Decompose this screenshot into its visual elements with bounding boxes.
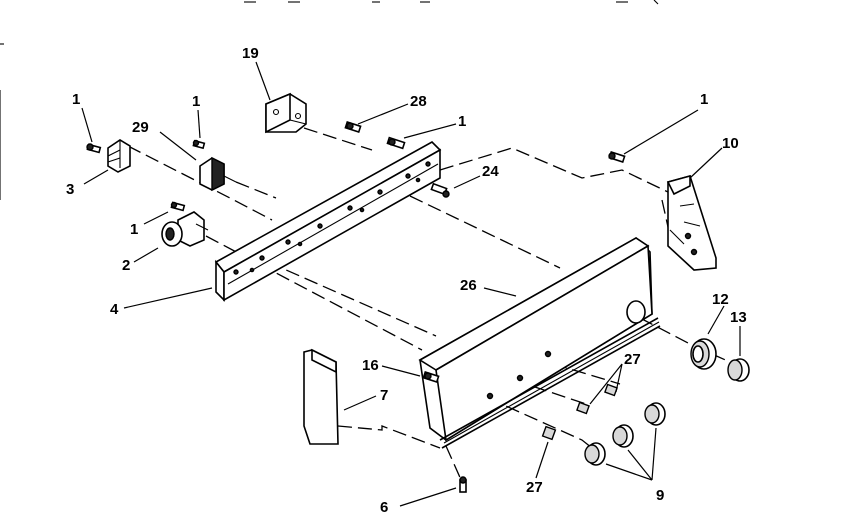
callout-19: 19	[242, 45, 259, 62]
callout-1e: 1	[130, 221, 138, 238]
part-29-switch	[192, 139, 237, 192]
callout-29: 29	[132, 119, 149, 136]
callout-6: 6	[380, 499, 388, 516]
cropped-top-fragments	[0, 0, 659, 200]
callout-7: 7	[380, 387, 388, 404]
part-27-clips	[541, 383, 618, 441]
callout-labels: 1 29 1 19 28 1 1 10 3 24 1 2 26 4 12 13 …	[66, 45, 747, 516]
callout-12: 12	[712, 291, 729, 308]
part-7-end-cap	[303, 348, 339, 445]
callout-13: 13	[730, 309, 747, 326]
callout-28: 28	[410, 93, 427, 110]
callout-16: 16	[362, 357, 379, 374]
screws-upper-center	[344, 120, 406, 150]
screw-6	[459, 476, 467, 493]
callout-4: 4	[110, 301, 119, 318]
part-13-knob	[727, 358, 750, 382]
callout-10: 10	[722, 135, 739, 152]
screw-left-top	[86, 143, 102, 154]
screw-16	[422, 370, 440, 384]
leader-lines	[81, 61, 741, 507]
callout-3: 3	[66, 181, 74, 198]
part-9-knobs	[584, 402, 666, 466]
callout-9: 9	[656, 487, 664, 504]
callout-27b: 27	[526, 479, 543, 496]
part-3-bracket	[107, 139, 131, 173]
callout-1b: 1	[192, 93, 200, 110]
part-12-knob-ring	[690, 338, 717, 370]
screw-24	[430, 182, 450, 198]
part-19-bracket	[265, 92, 307, 134]
part-2-switch	[161, 201, 209, 247]
callout-24: 24	[482, 163, 499, 180]
callout-27a: 27	[624, 351, 641, 368]
callout-1c: 1	[458, 113, 466, 130]
part-10-end-cap	[666, 174, 717, 271]
callout-1a: 1	[72, 91, 80, 108]
part-4-rail	[214, 141, 442, 302]
callout-1d: 1	[700, 91, 708, 108]
callout-26: 26	[460, 277, 477, 294]
screw-right-top	[608, 150, 626, 164]
callout-2: 2	[122, 257, 130, 274]
part-26-console	[418, 237, 661, 449]
